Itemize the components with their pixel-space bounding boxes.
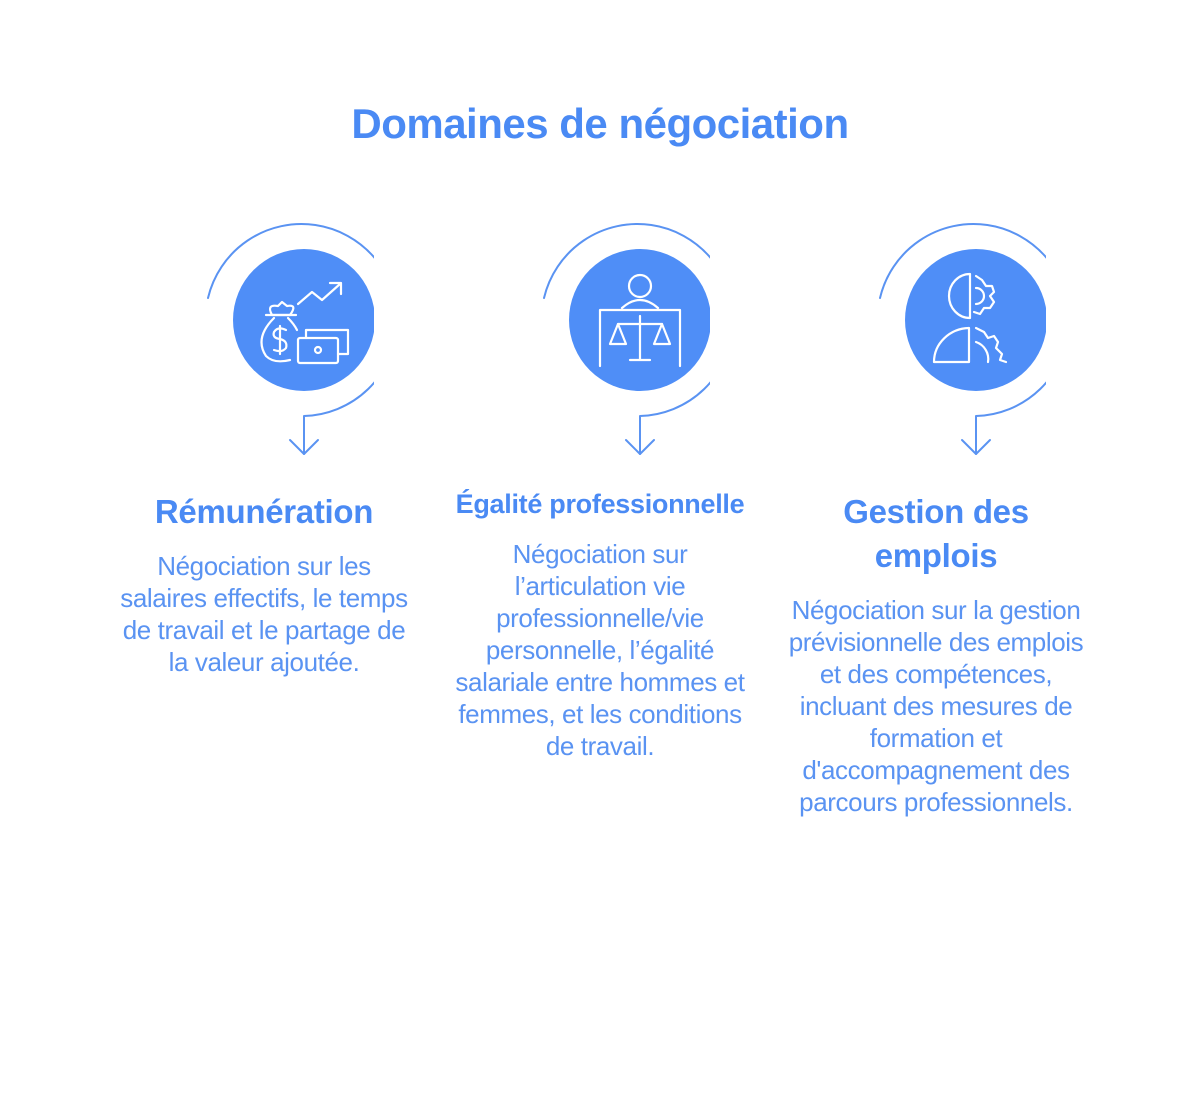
domain-card-remuneration: Rémunération Négociation sur les salaire… xyxy=(114,220,414,678)
domain-description: Négociation sur les salaires effectifs, … xyxy=(120,551,408,677)
domain-card-egalite: Égalité professionnelle Négociation sur … xyxy=(450,220,750,762)
domain-heading: Égalité professionnelle xyxy=(455,489,745,519)
person-scales-icon xyxy=(543,223,710,455)
head-gears-icon xyxy=(879,223,1046,455)
money-growth-icon xyxy=(207,223,374,455)
domain-description: Négociation sur la gestion prévisionnell… xyxy=(788,595,1084,817)
page-title: Domaines de négociation xyxy=(351,100,849,147)
domain-card-gestion: Gestion des emplois Négociation sur la g… xyxy=(786,220,1086,818)
domain-heading: Gestion des emplois xyxy=(843,493,1029,574)
domain-heading: Rémunération xyxy=(154,493,374,530)
domain-description: Négociation sur l’articulation vie profe… xyxy=(455,539,745,761)
